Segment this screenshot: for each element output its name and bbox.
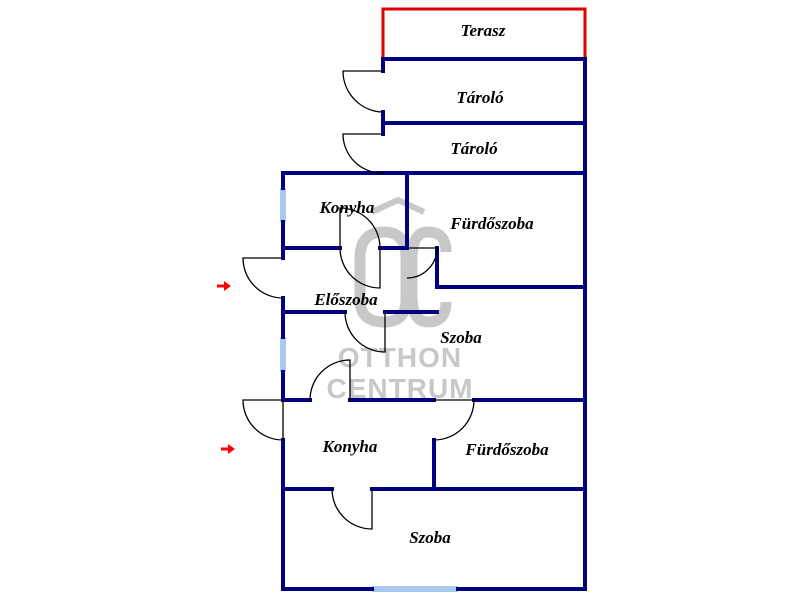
entry-arrow-icon <box>224 281 231 291</box>
room-label-terasz: Terasz <box>461 21 506 40</box>
room-label-szoba-2: Szoba <box>409 528 451 547</box>
room-label-tarolo-2: Tároló <box>450 139 497 158</box>
door-swing-icon <box>342 70 384 113</box>
room-label-tarolo-1: Tároló <box>456 88 503 107</box>
entry-arrow-icon <box>228 444 235 454</box>
terrace-outline <box>381 7 587 59</box>
door-swing-icon <box>339 247 381 289</box>
room-label-eloszoba: Előszoba <box>313 290 378 309</box>
door-swing-icon <box>242 399 284 441</box>
walls <box>281 57 587 591</box>
door-swing-icon <box>242 257 284 299</box>
entry-arrow-upper <box>217 281 231 291</box>
door-swing-icon <box>331 488 373 530</box>
room-label-furdoszoba-2: Fürdőszoba <box>464 440 549 459</box>
room-label-konyha-1: Konyha <box>319 198 375 217</box>
door-swing-icon <box>342 133 384 174</box>
room-label-szoba-1: Szoba <box>440 328 482 347</box>
door-swing-icon <box>309 359 351 401</box>
doors <box>242 70 475 530</box>
watermark-line1: OTTHON <box>338 342 462 373</box>
door-swing-icon <box>406 247 438 279</box>
room-label-konyha-2: Konyha <box>322 437 378 456</box>
door-swing-icon <box>339 207 381 249</box>
room-label-furdoszoba-1: Fürdőszoba <box>449 214 534 233</box>
door-swing-icon <box>344 311 386 353</box>
watermark-letter-o <box>354 226 412 328</box>
windows <box>280 188 458 592</box>
otthon-centrum-watermark: OTTHON CENTRUM <box>327 196 473 404</box>
watermark-roof-icon <box>370 196 426 215</box>
entry-arrow-lower <box>221 444 235 454</box>
door-swing-icon <box>433 399 475 441</box>
